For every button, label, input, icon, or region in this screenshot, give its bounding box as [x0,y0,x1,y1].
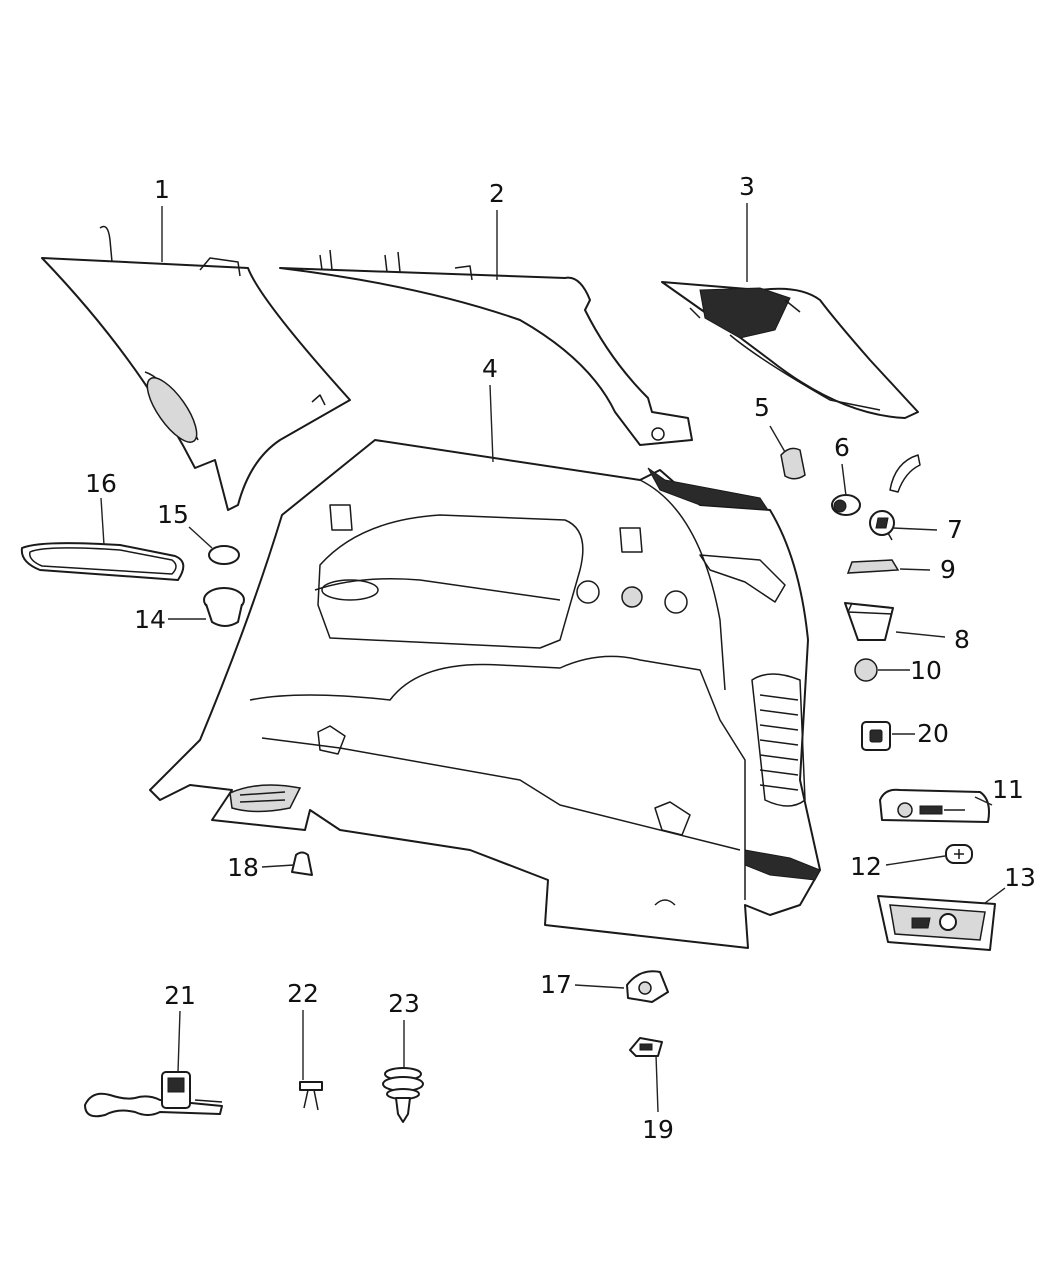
part-10-plug [854,658,878,682]
callout-7: 7 [947,515,963,544]
callout-15: 15 [157,500,189,529]
callout-1: 1 [154,175,170,204]
part-4-lower-vent [229,784,302,813]
callout-11: 11 [992,775,1024,804]
part-20-switch [861,721,891,751]
part-22-push-pin [299,1081,323,1111]
part-11-control-bezel [879,788,990,823]
leader-lines [100,203,1006,1113]
part-18-clip [291,851,313,876]
part-15-ring [208,545,240,565]
part-12-plug [945,844,973,864]
callout-23: 23 [388,989,420,1018]
part-9-strip [846,559,900,574]
callout-16: 16 [85,469,117,498]
part-7-retainer [869,510,895,541]
callout-19: 19 [642,1115,674,1144]
callout-17: 17 [540,970,572,999]
part-1-c-pillar-trim [41,225,351,511]
callout-20: 20 [917,719,949,748]
callout-12: 12 [850,852,882,881]
part-8-bin [844,602,894,641]
callout-9: 9 [940,555,956,584]
part-4-side-vent [751,673,806,807]
callout-21: 21 [164,981,196,1010]
callout-22: 22 [287,979,319,1008]
part-19-clip [629,1037,663,1057]
callout-14: 14 [134,605,166,634]
part-5-cap [780,447,806,480]
part-14-cup [203,587,245,627]
callout-6: 6 [834,433,850,462]
callout-labels: 1 2 3 4 5 6 7 9 8 10 20 11 12 13 14 15 1… [85,172,1036,1144]
part-16-trim-strip [20,542,185,581]
part-17-clip [626,970,669,1003]
callout-5: 5 [754,393,770,422]
callout-8: 8 [954,625,970,654]
part-2-d-pillar-trim [279,249,693,446]
part-13-outlet-bezel [877,895,996,951]
part-3-rear-pillar-bracket [661,281,919,419]
hook-part [889,454,921,493]
callout-4: 4 [482,354,498,383]
part-4-quarter-trim-panel [149,439,821,949]
callout-2: 2 [489,179,505,208]
callout-3: 3 [739,172,755,201]
part-6-grommet [831,494,861,516]
part-21-retainer-clip [84,1071,223,1118]
part-23-push-retainer [382,1067,424,1123]
callout-10: 10 [910,656,942,685]
callout-18: 18 [227,853,259,882]
callout-13: 13 [1004,863,1036,892]
